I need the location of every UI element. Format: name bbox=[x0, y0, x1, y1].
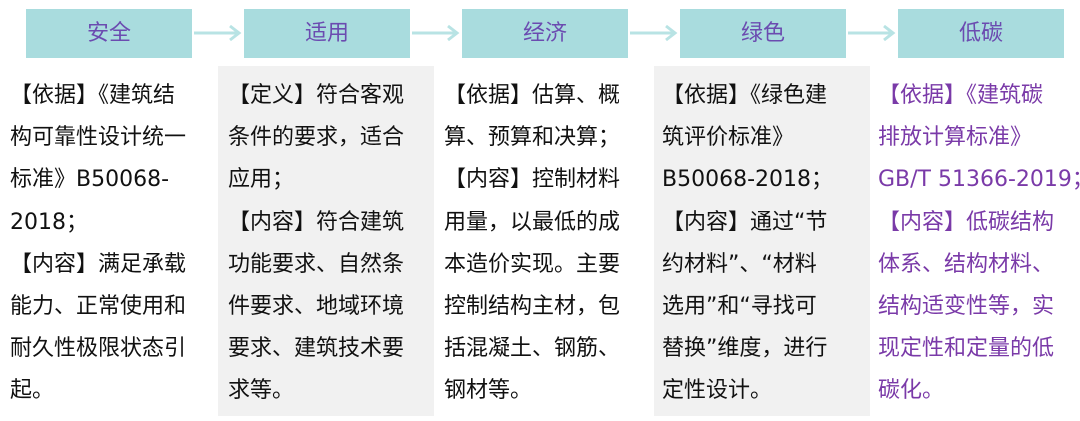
column-low-carbon: 【依据】《建筑碳 排放计算标准》 GB/T 51366-2019； 【内容】低碳… bbox=[878, 75, 1080, 413]
text-line: 【内容】低碳结构 bbox=[878, 209, 1055, 235]
column-safety: 【依据】《建筑结 构可靠性设计统一 标准》B50068- 2018； 【内容】满… bbox=[10, 75, 186, 413]
column-applicable: 【定义】符合客观 条件的要求，适合 应用； 【内容】符合建筑 功能要求、自然条 … bbox=[228, 75, 404, 413]
text-line: 定性设计。 bbox=[662, 378, 773, 404]
right-arrow-icon bbox=[412, 24, 460, 42]
text-line: 筑评价标准》 bbox=[662, 125, 795, 151]
text-line: 功能要求、自然条 bbox=[228, 251, 405, 277]
text-line: B50068-2018； bbox=[662, 167, 834, 193]
right-arrow-icon bbox=[194, 24, 242, 42]
text-line: 【依据】《建筑结 bbox=[10, 83, 176, 108]
right-arrow-icon bbox=[630, 24, 678, 42]
stage-applicable: 适用 bbox=[244, 9, 410, 58]
text-line: 结构适变性等，实 bbox=[878, 294, 1055, 320]
stage-economic: 经济 bbox=[462, 9, 628, 58]
text-line: 件要求、地域环境 bbox=[228, 294, 405, 320]
column-shade bbox=[654, 66, 870, 416]
text-line: 起。 bbox=[10, 378, 55, 404]
column-economic: 【依据】估算、概 算、预算和决算； 【内容】控制材料 用量，以最低的成 本造价实… bbox=[444, 75, 620, 413]
text-line: 算、预算和决算； bbox=[444, 125, 621, 151]
text-line: 【内容】符合建筑 bbox=[228, 209, 405, 235]
text-line: 构可靠性设计统一 bbox=[10, 125, 187, 151]
column-green: 【依据】《绿色建 筑评价标准》 B50068-2018； 【内容】通过“节 约材… bbox=[662, 75, 833, 413]
text-line: 【依据】《建筑碳 bbox=[878, 83, 1044, 108]
text-line: 【依据】估算、概 bbox=[444, 83, 621, 108]
column-shade bbox=[218, 66, 434, 416]
text-line: 钢材等。 bbox=[444, 378, 533, 404]
text-line: 约材料”、“材料 bbox=[662, 251, 817, 277]
text-line: 用量，以最低的成 bbox=[444, 209, 621, 235]
right-arrow-icon bbox=[848, 24, 896, 42]
text-line: 【内容】控制材料 bbox=[444, 167, 621, 193]
text-line: 括混凝土、钢筋、 bbox=[444, 336, 621, 362]
text-line: 排放计算标准》 bbox=[878, 125, 1033, 151]
text-line: 应用； bbox=[228, 167, 295, 193]
text-line: 本造价实现。主要 bbox=[444, 251, 621, 277]
text-line: 能力、正常使用和 bbox=[10, 294, 187, 320]
text-line: 条件的要求，适合 bbox=[228, 125, 405, 151]
text-line: 【依据】《绿色建 bbox=[662, 83, 828, 108]
text-line: 【内容】通过“节 bbox=[662, 209, 828, 235]
text-line: 2018； bbox=[10, 209, 88, 235]
text-line: 控制结构主材，包 bbox=[444, 294, 621, 320]
text-line: 要求、建筑技术要 bbox=[228, 336, 405, 362]
text-line: 【内容】满足承载 bbox=[10, 251, 187, 277]
stage-safety: 安全 bbox=[26, 9, 192, 58]
text-line: 现定性和定量的低 bbox=[878, 336, 1055, 362]
text-line: 标准》B50068- bbox=[10, 167, 170, 193]
text-line: 耐久性极限状态引 bbox=[10, 336, 187, 362]
text-line: 求等。 bbox=[228, 378, 295, 404]
text-line: 【定义】符合客观 bbox=[228, 83, 405, 108]
text-line: GB/T 51366-2019； bbox=[878, 167, 1080, 193]
stage-low-carbon: 低碳 bbox=[898, 9, 1064, 58]
text-line: 替换”维度，进行 bbox=[662, 336, 828, 362]
stage-green: 绿色 bbox=[680, 9, 846, 58]
text-line: 选用”和“寻找可 bbox=[662, 294, 817, 320]
text-line: 体系、结构材料、 bbox=[878, 251, 1055, 277]
text-line: 碳化。 bbox=[878, 378, 945, 404]
